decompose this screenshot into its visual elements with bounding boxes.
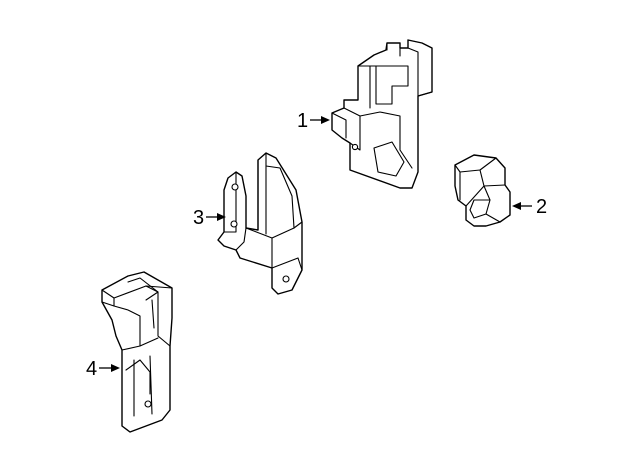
part-4-bracket[interactable] [101,271,173,433]
callout-3: 3 [193,207,226,229]
callout-4-label: 4 [86,358,97,380]
callout-2: 2 [512,196,547,218]
callout-3-label: 3 [193,207,204,229]
callout-4-arrow [111,364,120,372]
callout-2-label: 2 [536,196,547,218]
callout-2-arrow [512,202,521,210]
callout-4: 4 [86,358,120,380]
callout-1-arrow [321,116,330,124]
callout-3-arrow [217,213,226,221]
callout-1-label: 1 [297,110,308,132]
part-1-bracket[interactable] [331,39,433,189]
part-2-bumper[interactable] [454,154,511,227]
part-3-bracket[interactable] [217,152,303,295]
callout-1: 1 [297,110,330,132]
